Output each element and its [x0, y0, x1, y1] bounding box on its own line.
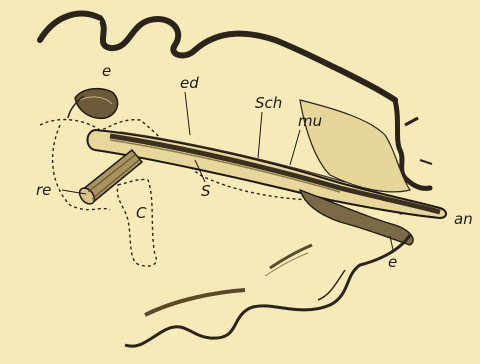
label-c: C [136, 206, 146, 221]
leader-mu [290, 130, 300, 165]
leader-sch [258, 112, 262, 158]
rectum-cylinder [77, 150, 142, 207]
upper-wavy-membrane [40, 14, 395, 100]
leader-ed [185, 92, 190, 135]
c-region-outline [117, 179, 156, 266]
label-ed: ed [180, 76, 199, 91]
label-s: S [201, 184, 211, 199]
mid-shaded-strand [270, 245, 312, 268]
label-an: an [454, 212, 473, 227]
label-sch: Sch [255, 96, 282, 111]
lower-wavy-membrane [125, 235, 410, 346]
label-mu: mu [298, 114, 322, 129]
right-tip-2 [420, 160, 432, 164]
label-e-top: e [102, 64, 111, 79]
right-tip [405, 118, 418, 125]
label-re: re [36, 183, 51, 198]
label-e-bottom: e [388, 255, 397, 270]
lower-shaded-band [145, 290, 245, 315]
